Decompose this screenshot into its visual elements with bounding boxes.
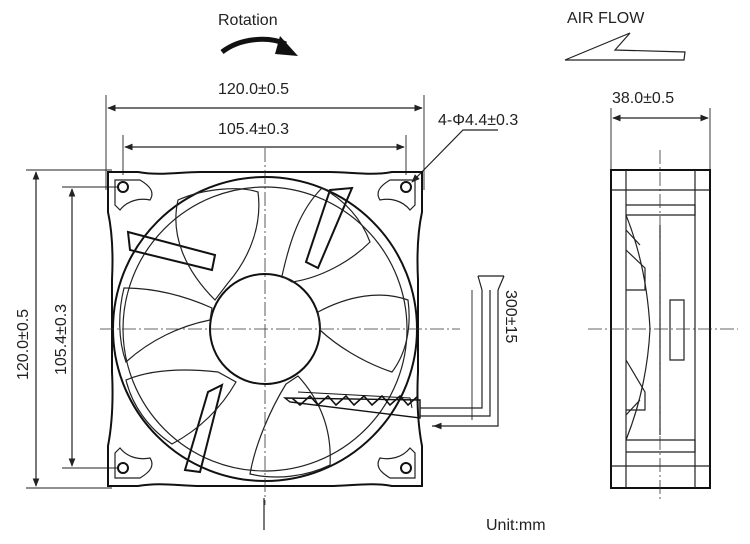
rotation-label: Rotation <box>218 12 278 29</box>
rotation-arrow-icon <box>220 36 298 56</box>
hole-spacing-vertical-dimension <box>62 186 118 469</box>
overall-height-label: 120.0±0.5 <box>15 309 32 380</box>
fan-blades <box>119 187 410 478</box>
center-lines-side <box>588 150 738 500</box>
support-struts <box>126 186 354 474</box>
mounting-hole-icon <box>117 181 412 474</box>
depth-label: 38.0±0.5 <box>612 90 674 107</box>
hole-spacing-label: 105.4±0.3 <box>218 121 289 138</box>
overall-height-dimension <box>26 169 112 489</box>
center-lines-front <box>100 148 460 505</box>
mounting-holes-label: 4-Φ4.4±0.3 <box>438 112 518 129</box>
overall-width-dimension <box>105 95 425 190</box>
air-flow-label: AIR FLOW <box>567 10 645 27</box>
lead-wires <box>420 275 505 430</box>
wire-harness <box>282 391 421 419</box>
hole-spacing-dimension <box>122 135 407 175</box>
air-flow-arrow-icon <box>564 32 686 61</box>
depth-dimension <box>610 108 711 170</box>
unit-label: Unit:mm <box>486 517 546 534</box>
mounting-hole-leader <box>411 129 498 183</box>
overall-width-label: 120.0±0.5 <box>218 81 289 98</box>
lead-length-label: 300±15 <box>502 290 519 343</box>
hole-spacing-vertical-label: 105.4±0.3 <box>53 304 70 375</box>
